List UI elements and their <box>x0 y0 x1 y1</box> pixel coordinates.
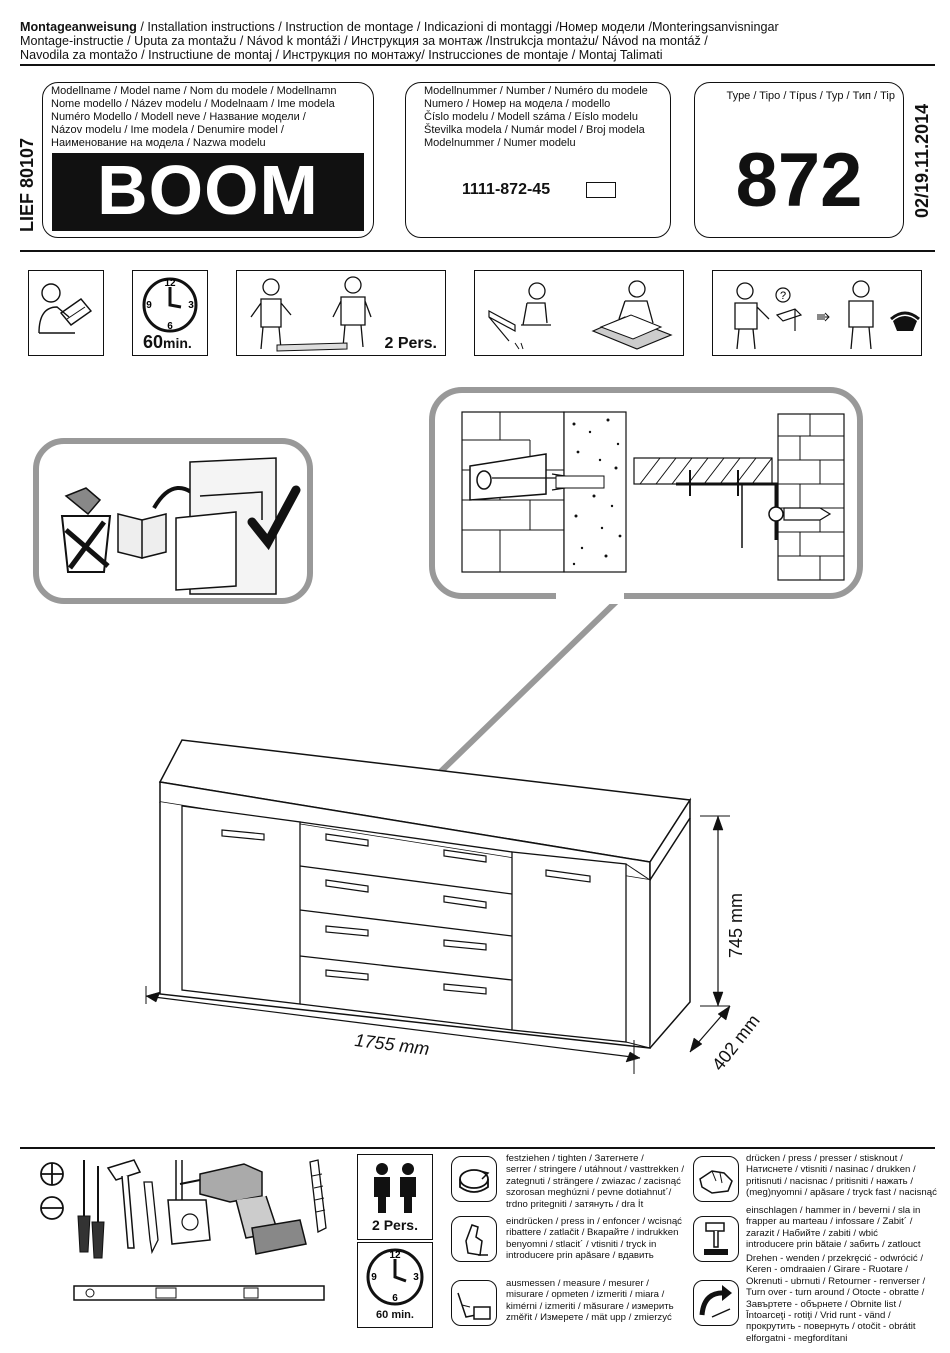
legend-hammer-box <box>693 1216 739 1262</box>
power-drill-icon <box>179 1163 307 1255</box>
height-dimension: 745 mm <box>726 892 746 958</box>
legend-tighten-text: festziehen / tighten / Затегнете / serre… <box>506 1153 685 1210</box>
screwdrivers-icon <box>77 1160 105 1259</box>
hammer-in-icon <box>704 1222 728 1255</box>
header-title-rest: / Installation instructions / Instructio… <box>136 20 779 34</box>
wall-mount-bubble <box>429 387 863 599</box>
tools-time-box: 12 9 3 6 60 min. <box>357 1242 433 1328</box>
measure-icon <box>457 1292 491 1320</box>
legend-turn-box <box>693 1280 739 1326</box>
bubble-pointer-gap <box>556 592 624 604</box>
keep-instructions-bubble <box>33 438 313 604</box>
pencil-icon <box>143 1181 159 1255</box>
hammer-icon <box>106 1159 142 1249</box>
legend-turn-text: Drehen - wenden / przekręcić - odwrócić … <box>746 1253 926 1344</box>
header-rule <box>20 64 935 66</box>
tools-persons-label: 2 Pers. <box>372 1217 418 1233</box>
wall-anchor-detail <box>461 411 627 573</box>
tools-persons-box: 2 Pers. <box>357 1154 433 1240</box>
bubble-pointer <box>427 595 628 785</box>
call-support-icon: ? <box>734 280 920 350</box>
header-title: Montageanweisung <box>20 20 137 34</box>
legend-press-box <box>693 1156 739 1202</box>
spirit-level-icon <box>73 1285 325 1301</box>
header: Montageanweisung / Installation instruct… <box>20 20 940 62</box>
sideboard-drawing <box>158 739 692 1049</box>
time-label: 60min. <box>143 332 192 352</box>
model-number-value: 1111-872-45 <box>462 181 551 198</box>
press-hand-icon <box>699 1170 733 1194</box>
model-name-value: BOOM <box>52 153 364 231</box>
legend-press-text: drücken / press / presser / stisknout / … <box>746 1153 937 1199</box>
model-number-labels: Modellnummer / Number / Numéro du modele… <box>424 85 648 149</box>
header-line-1: Montageanweisung / Installation instruct… <box>20 20 940 34</box>
two-workers-icon <box>250 276 372 352</box>
tape-measure-icon <box>167 1160 211 1245</box>
drill-bit-icon <box>309 1159 327 1233</box>
tools-time-label: 60 min. <box>376 1309 414 1321</box>
model-name-labels: Modellname / Model name / Nom du modele … <box>51 85 337 149</box>
legend-measure-text: ausmessen / measure / mesurer / misurare… <box>506 1278 674 1324</box>
read-manual-box <box>28 270 104 356</box>
header-line-3: Navodila za montažo / Instructiune de mo… <box>20 48 663 62</box>
svg-text:12: 12 <box>164 278 176 289</box>
svg-text:9: 9 <box>371 1272 377 1283</box>
manual-to-cabinet-icon <box>117 457 277 595</box>
soft-surface-icon <box>488 280 673 350</box>
svg-text:3: 3 <box>188 300 194 311</box>
two-persons-icon <box>374 1163 416 1213</box>
svg-text:9: 9 <box>146 300 152 311</box>
svg-text:3: 3 <box>413 1272 419 1283</box>
legend-hammer-text: einschlagen / hammer in / beverni / sla … <box>746 1205 921 1251</box>
model-number-checkbox <box>586 182 616 198</box>
svg-text:6: 6 <box>392 1293 398 1304</box>
persons-label: 2 Pers. <box>384 335 437 352</box>
clock-icon: 12 9 3 6 <box>142 277 198 333</box>
checkmark-icon <box>247 485 301 551</box>
svg-text:?: ? <box>780 290 786 302</box>
model-number-box: Modellnummer / Number / Numéro du modele… <box>405 82 671 238</box>
floor-protection-box <box>474 270 684 356</box>
type-label: Type / Tipo / Típus / Typ / Тип / Tip <box>726 90 895 102</box>
dimension-lines <box>145 815 731 1074</box>
questions-box: ? <box>712 270 922 356</box>
trash-crossed-icon <box>60 487 112 573</box>
type-value: 872 <box>735 138 863 223</box>
svg-text:6: 6 <box>167 321 173 332</box>
shelf-bracket-detail <box>633 413 845 581</box>
time-box: 12 9 3 6 60min. <box>132 270 208 356</box>
tools-illustration <box>40 1159 327 1301</box>
legend-tighten-box <box>451 1156 497 1202</box>
two-persons-box: 2 Pers. <box>236 270 446 356</box>
tools-clock-icon: 12 9 3 6 <box>366 1248 424 1306</box>
screwdriver-heads-icon <box>40 1162 64 1220</box>
legend-measure-box <box>451 1280 497 1326</box>
turn-over-icon <box>699 1285 732 1318</box>
header-line-2: Montage-instructie / Uputa za montažu / … <box>20 34 708 48</box>
info-rule-top <box>20 250 935 252</box>
press-in-icon <box>465 1224 488 1256</box>
type-box: Type / Tipo / Típus / Typ / Тип / Tip 87… <box>694 82 904 238</box>
read-manual-icon <box>38 283 93 334</box>
legend-press-in-box <box>451 1216 497 1262</box>
tighten-icon <box>459 1169 490 1193</box>
legend-press-in-text: eindrücken / press in / enfoncer / wcisn… <box>506 1216 682 1262</box>
svg-text:12: 12 <box>389 1250 401 1261</box>
